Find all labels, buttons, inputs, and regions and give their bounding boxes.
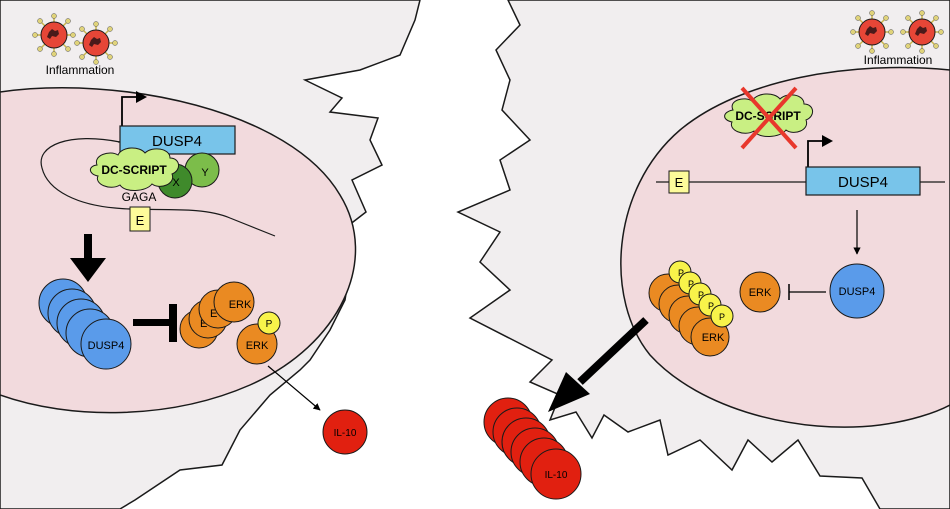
x-protein-label: X <box>172 177 180 189</box>
left-inhibit-bar <box>169 304 177 342</box>
svg-text:P: P <box>688 279 694 289</box>
svg-text:E: E <box>210 308 217 320</box>
right-dusp4-protein <box>829 263 885 319</box>
left-big-arrow-shaft <box>84 234 92 262</box>
right-perk-label: ERK <box>702 332 725 344</box>
svg-text:P: P <box>719 312 725 322</box>
left-dc-script-label: DC-SCRIPT <box>101 163 167 177</box>
svg-text:P: P <box>678 268 684 278</box>
right-il10-label: IL-10 <box>545 470 568 481</box>
right-e-box-label: E <box>675 175 684 190</box>
left-big-arrow-head <box>70 258 106 282</box>
svg-text:P: P <box>708 301 714 311</box>
right-big-arrow-shaft <box>577 317 649 385</box>
left-dc-script-cloud <box>89 147 179 191</box>
left-promoter-arrow <box>121 96 138 126</box>
right-dusp4-gene-box <box>805 166 921 196</box>
right-dusp4-protein-label: DUSP4 <box>839 286 876 298</box>
left-erk-label: ERK <box>229 299 252 311</box>
right-dusp4-gene-label: DUSP4 <box>838 174 888 191</box>
left-perk-erk-label: ERK <box>246 340 269 352</box>
left-dusp4-gene-label: DUSP4 <box>152 133 202 150</box>
right-erk <box>739 271 781 313</box>
left-dusp4-protein-label: DUSP4 <box>88 340 125 352</box>
left-inhibit-line <box>133 319 171 326</box>
left-il10-arrow <box>267 365 321 411</box>
right-promoter-arrow <box>807 140 824 167</box>
left-perk-p-label: P <box>266 319 273 330</box>
virus-icon <box>74 21 118 65</box>
right-big-arrow-head <box>548 372 590 412</box>
left-erk-stack: E E ERK <box>179 281 255 349</box>
right-promoter-arrow-head <box>822 135 833 147</box>
right-e-box <box>668 170 690 194</box>
left-il10 <box>322 409 368 455</box>
svg-text:E: E <box>200 318 207 330</box>
right-erk-label: ERK <box>749 287 772 299</box>
right-il10-stack: IL-10 <box>483 397 582 500</box>
left-dna-strand <box>40 138 276 237</box>
gaga-label: GAGA <box>122 190 157 204</box>
left-e-box-label: E <box>136 213 145 228</box>
virus-icon <box>32 13 76 57</box>
y-protein-label: Y <box>201 167 209 179</box>
left-inflammation-label: Inflammation <box>46 63 115 77</box>
virus-icon <box>900 10 944 54</box>
cross-icon <box>740 86 798 150</box>
left-il10-label: IL-10 <box>334 428 357 439</box>
dusp4-protein-stack: D D D D DUSP4 <box>38 278 132 370</box>
svg-text:P: P <box>698 290 704 300</box>
right-perk-stack: P P P P P ERK <box>648 260 734 357</box>
virus-icon <box>850 10 894 54</box>
left-perk-p <box>257 311 281 335</box>
left-e-box <box>129 206 151 232</box>
left-promoter-arrow-head <box>136 91 147 103</box>
right-inflammation-label: Inflammation <box>864 53 933 67</box>
